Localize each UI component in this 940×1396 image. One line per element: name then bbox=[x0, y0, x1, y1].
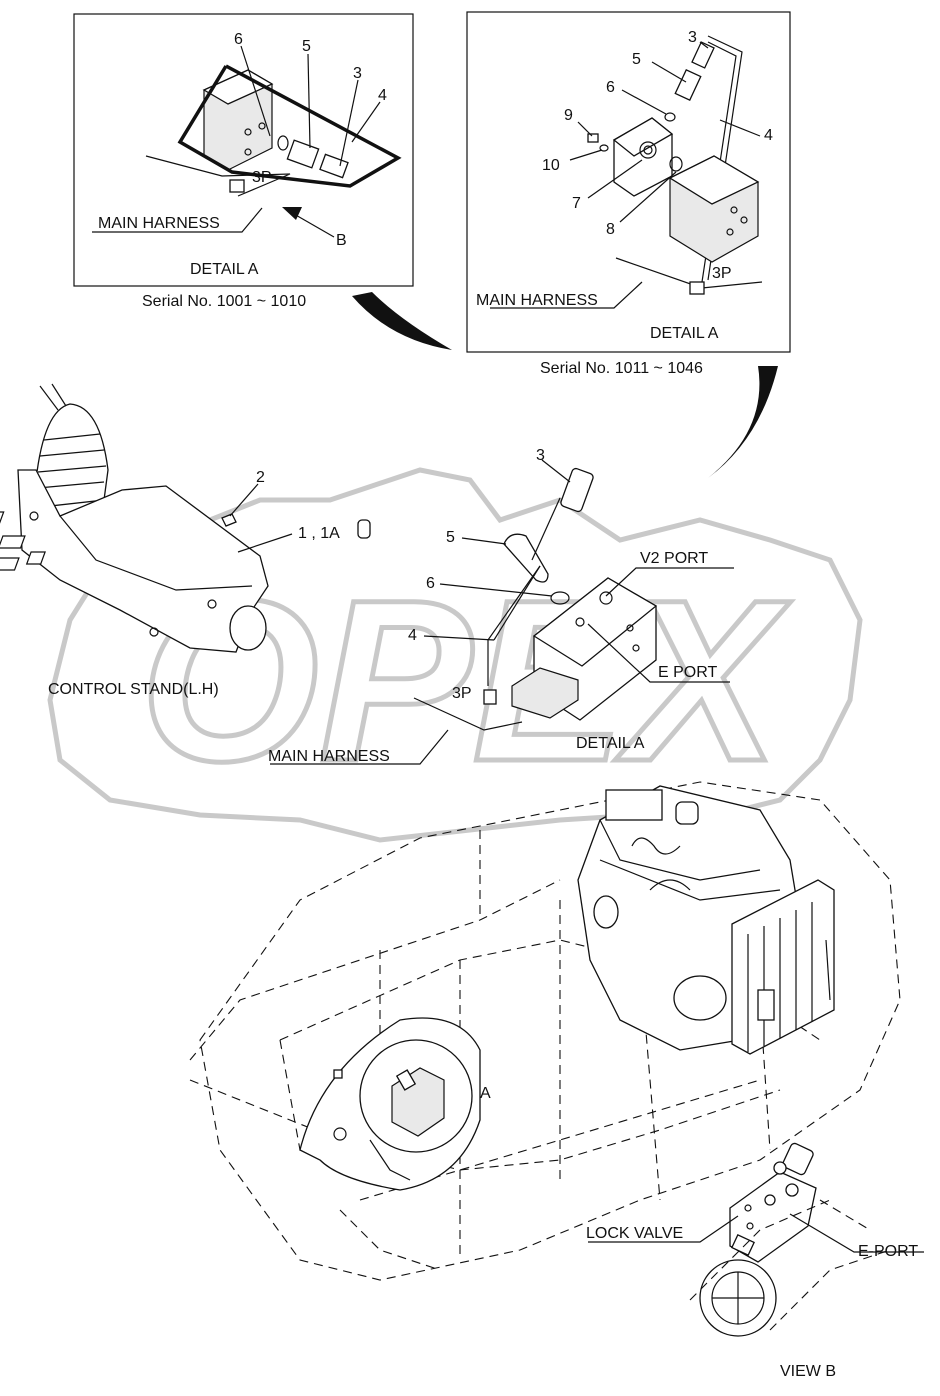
detail-a1-serial: Serial No. 1001 ~ 1010 bbox=[142, 293, 306, 310]
main-detail-connector-label: 3P bbox=[452, 685, 472, 702]
main-detail-callout-6: 6 bbox=[426, 575, 435, 592]
control-stand-callout-1: 1 , 1A bbox=[298, 525, 340, 542]
pointer-arrow-2 bbox=[708, 366, 778, 478]
detail-a2-callout-8: 8 bbox=[606, 221, 615, 238]
detail-a1-callout-4: 4 bbox=[378, 87, 387, 104]
detail-a2-callout-3: 3 bbox=[688, 29, 697, 46]
view-b-title: VIEW B bbox=[780, 1363, 836, 1380]
control-stand-callout-2: 2 bbox=[256, 469, 265, 486]
main-detail-e-port: E PORT bbox=[658, 664, 718, 681]
pointer-arrow-1 bbox=[352, 292, 452, 350]
main-detail-title: DETAIL A bbox=[576, 735, 645, 752]
control-stand-lh bbox=[0, 383, 371, 653]
detail-a2-callout-6: 6 bbox=[606, 79, 615, 96]
detail-a2-callout-10: 10 bbox=[542, 157, 560, 174]
detail-a2-callout-5: 5 bbox=[632, 51, 641, 68]
main-detail-a bbox=[270, 459, 734, 765]
detail-a1-view-arrow-label: B bbox=[336, 232, 347, 249]
control-stand-label: CONTROL STAND(L.H) bbox=[48, 681, 219, 698]
main-detail-callout-5: 5 bbox=[446, 529, 455, 546]
machine-upper-structure bbox=[189, 781, 901, 1281]
main-detail-v2-port: V2 PORT bbox=[640, 550, 708, 567]
detail-a-serial-1011-panel bbox=[466, 11, 791, 353]
detail-a1-callout-3: 3 bbox=[353, 65, 362, 82]
main-detail-callout-3: 3 bbox=[536, 447, 545, 464]
detail-a1-callout-5: 5 bbox=[302, 38, 311, 55]
detail-a-serial-1001-panel bbox=[73, 13, 414, 287]
detail-a2-serial: Serial No. 1011 ~ 1046 bbox=[540, 360, 703, 377]
machine-detail-ref-a: A bbox=[480, 1085, 491, 1102]
main-detail-harness-label: MAIN HARNESS bbox=[268, 748, 390, 765]
detail-a1-title: DETAIL A bbox=[190, 261, 259, 278]
detail-a1-connector-label: 3P bbox=[252, 169, 272, 186]
detail-a1-harness-label: MAIN HARNESS bbox=[98, 215, 220, 232]
detail-a2-connector-label: 3P bbox=[712, 265, 732, 282]
detail-a2-callout-9: 9 bbox=[564, 107, 573, 124]
view-b-e-port: E-PORT bbox=[858, 1243, 918, 1260]
detail-a1-callout-6: 6 bbox=[234, 31, 243, 48]
main-detail-callout-4: 4 bbox=[408, 627, 417, 644]
detail-a2-title: DETAIL A bbox=[650, 325, 719, 342]
view-b-lock-valve: LOCK VALVE bbox=[586, 1225, 683, 1242]
detail-a2-harness-label: MAIN HARNESS bbox=[476, 292, 598, 309]
view-b bbox=[588, 1142, 924, 1337]
detail-a2-callout-4: 4 bbox=[764, 127, 773, 144]
detail-a2-callout-7: 7 bbox=[572, 195, 581, 212]
